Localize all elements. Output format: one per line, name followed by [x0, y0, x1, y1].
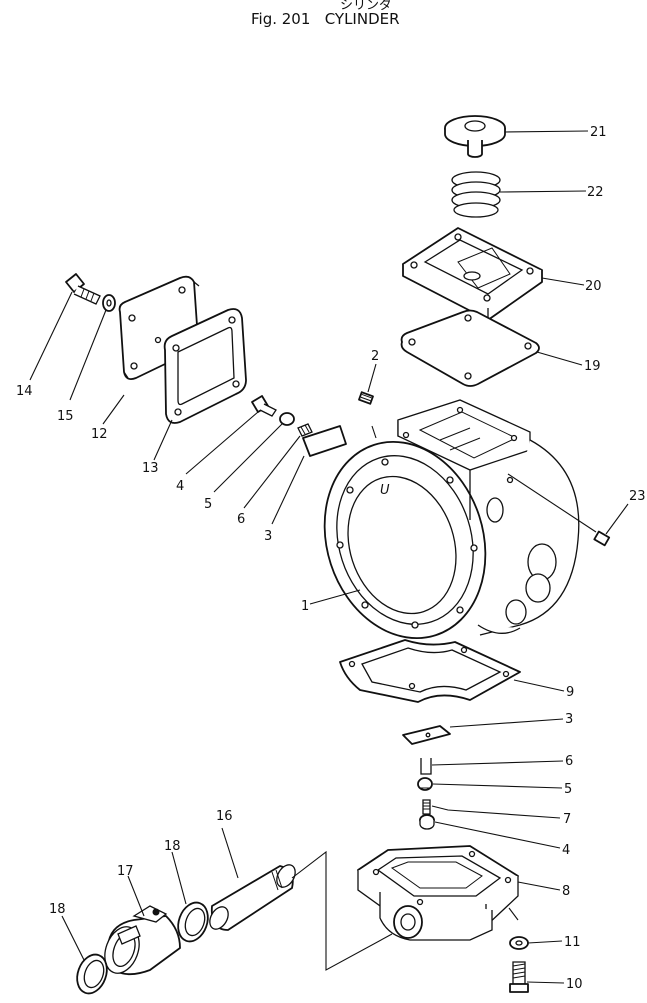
part-22-spring: [451, 171, 501, 218]
part-13-gasket: [163, 308, 247, 424]
callout-9: 9: [566, 685, 574, 700]
callout-4-upper: 4: [176, 479, 184, 494]
part-8-valve-body: [357, 845, 519, 941]
part-1-cylinder-body: U: [323, 399, 580, 640]
part-4-bolt-lower: [419, 814, 435, 830]
part-2-plug: [358, 391, 374, 405]
part-15-washer: [102, 294, 116, 312]
callout-11: 11: [564, 935, 581, 950]
assembly-path-line: [291, 850, 393, 971]
axis-line-23: [507, 473, 597, 533]
callout-3-upper: 3: [264, 529, 272, 544]
figure-title-jp: シリンダ: [340, 0, 392, 13]
part-21-cap: [444, 115, 506, 158]
callout-12: 12: [91, 427, 108, 442]
part-10-bolt: [509, 961, 529, 993]
part-20-valve-cover: [402, 227, 543, 321]
leader-lines: [29, 130, 629, 984]
callout-7: 7: [563, 812, 571, 827]
callout-6-upper: 6: [237, 512, 245, 527]
part-3-plate-upper: [302, 425, 347, 457]
callout-18-upper: 18: [164, 839, 181, 854]
svg-text:U: U: [380, 483, 390, 498]
part-18-ring-lower: [76, 953, 108, 995]
callout-5-upper: 5: [204, 497, 212, 512]
callout-8: 8: [562, 884, 570, 899]
part-4-bolt-upper: [251, 395, 277, 417]
part-14-bolt: [65, 273, 101, 305]
callout-10: 10: [566, 977, 583, 992]
part-3-plate-lower: [402, 725, 451, 745]
callout-14: 14: [16, 384, 33, 399]
callout-2: 2: [371, 349, 379, 364]
callout-17: 17: [117, 864, 134, 879]
callout-20: 20: [585, 279, 602, 294]
part-23-plug: [593, 530, 611, 547]
callout-13: 13: [142, 461, 159, 476]
figure-title: Fig. 201 CYLINDER: [251, 10, 400, 28]
part-5-ball-lower: [417, 777, 433, 791]
axis-line-10: [508, 907, 519, 921]
callout-15: 15: [57, 409, 74, 424]
callout-3-lower: 3: [565, 712, 573, 727]
part-6-spring-lower: [420, 758, 432, 775]
part-9-gasket: [339, 639, 521, 703]
callout-5-lower: 5: [564, 782, 572, 797]
part-7-pin: [422, 799, 431, 815]
callout-4-lower: 4: [562, 843, 570, 858]
callout-6-lower: 6: [565, 754, 573, 769]
part-6-spring-upper: [297, 423, 313, 437]
part-11-washer: [509, 936, 529, 950]
callout-21: 21: [590, 125, 607, 140]
part-18-ring-upper: [177, 901, 209, 943]
callout-19: 19: [584, 359, 601, 374]
callout-16: 16: [216, 809, 233, 824]
callout-23: 23: [629, 489, 646, 504]
part-5-ball-upper: [279, 412, 295, 426]
callout-18-lower: 18: [49, 902, 66, 917]
callout-1: 1: [301, 599, 309, 614]
callout-22: 22: [587, 185, 604, 200]
part-17-elbow-hose: [104, 905, 181, 976]
part-16-pipe: [209, 864, 296, 931]
part-19-gasket: [400, 309, 540, 387]
